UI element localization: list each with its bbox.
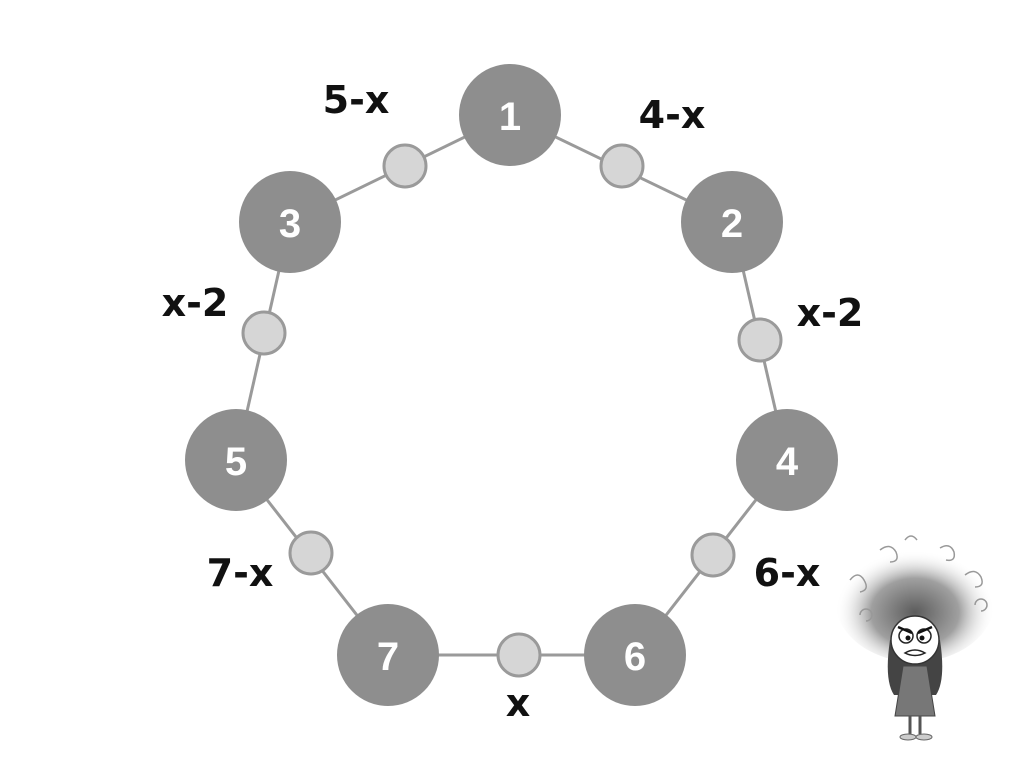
edge-label: 6-x: [754, 551, 821, 595]
edge-midpoint: [737, 317, 783, 363]
node-circle: [459, 64, 561, 166]
edge-midpoint: [241, 310, 287, 356]
node-2: 2: [681, 171, 783, 273]
edge-label: 5-x: [323, 78, 390, 122]
node-circle: [681, 171, 783, 273]
edge-midpoint: [690, 532, 736, 578]
frustrated-girl-illustration: [835, 535, 995, 741]
nodes: 1 2 3 4 5 6 7: [185, 64, 838, 706]
node-label: 7: [377, 635, 399, 679]
node-circle: [584, 604, 686, 706]
edge-midpoint: [288, 530, 334, 576]
edge-label: x-2: [162, 281, 229, 325]
edge-label: x: [506, 681, 531, 725]
node-label: 6: [624, 635, 646, 679]
edge-label: x-2: [797, 291, 864, 335]
node-3: 3: [239, 171, 341, 273]
node-circle: [185, 409, 287, 511]
node-5: 5: [185, 409, 287, 511]
node-6: 6: [584, 604, 686, 706]
edge-midpoint: [382, 143, 428, 189]
node-label: 2: [721, 202, 743, 246]
node-1: 1: [459, 64, 561, 166]
node-circle: [337, 604, 439, 706]
node-7: 7: [337, 604, 439, 706]
edge-label: 4-x: [639, 93, 706, 137]
node-label: 5: [225, 440, 247, 484]
edge-label: 7-x: [207, 551, 274, 595]
midpoints: [241, 143, 783, 678]
node-4: 4: [736, 409, 838, 511]
node-circle: [736, 409, 838, 511]
edge-midpoint: [599, 143, 645, 189]
edge-midpoint: [496, 632, 542, 678]
node-label: 1: [499, 95, 521, 139]
node-label: 4: [776, 440, 799, 484]
edge-labels: 5-x 4-x x-2 x-2 7-x 6-x x: [162, 78, 864, 725]
node-label: 3: [279, 202, 301, 246]
node-circle: [239, 171, 341, 273]
